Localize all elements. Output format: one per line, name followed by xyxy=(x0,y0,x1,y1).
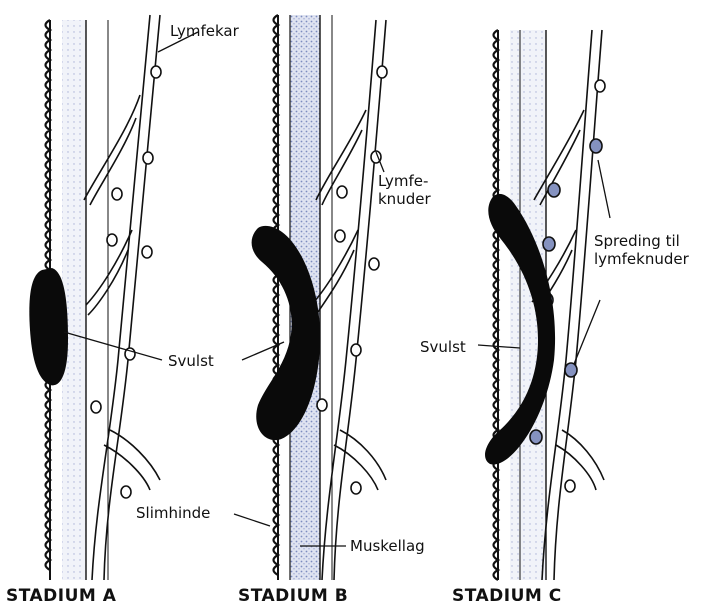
label-lymfeknuder: Lymfe- knuder xyxy=(378,172,431,208)
stage-c-title: STADIUM C xyxy=(452,586,562,606)
stage-a-title: STADIUM A xyxy=(6,586,116,606)
label-lymfekar: Lymfekar xyxy=(170,22,239,40)
leader-slimhinde xyxy=(234,514,270,526)
label-slimhinde: Slimhinde xyxy=(136,504,210,522)
stage-b-title: STADIUM B xyxy=(238,586,348,606)
label-spreding: Spreding til lymfeknuder xyxy=(594,232,689,268)
leader-spreding-top xyxy=(598,160,610,218)
label-svulst-c: Svulst xyxy=(420,338,466,356)
stage-b-lymph-vessel xyxy=(314,20,386,580)
label-svulst-a: Svulst xyxy=(168,352,214,370)
stage-a-tumor xyxy=(29,268,68,385)
label-muskellag: Muskellag xyxy=(350,537,425,555)
